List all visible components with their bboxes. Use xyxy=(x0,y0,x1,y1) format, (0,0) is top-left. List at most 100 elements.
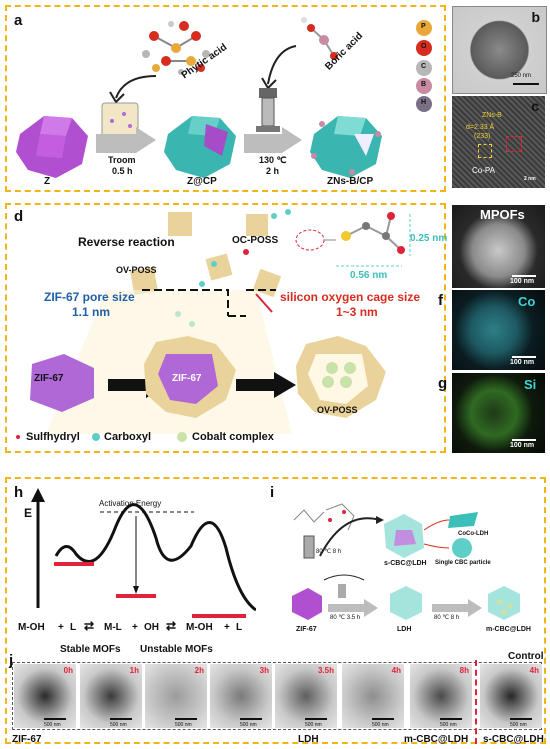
panel-c-line2: d=2.33 Å xyxy=(466,124,495,131)
phytic-acid-molecule xyxy=(142,21,210,75)
panel-c-line3: (233) xyxy=(474,133,491,140)
label-zcp: Z@CP xyxy=(187,176,217,187)
scale-label: 500 nm xyxy=(440,722,457,728)
panel-hij-frame xyxy=(5,477,546,744)
panel-c-bottom: Co-PA xyxy=(472,166,495,175)
panel-g-scale: 100 nm xyxy=(510,442,535,449)
panel-c-letter: c xyxy=(531,98,539,114)
panel-c-line1: ZNs-B xyxy=(482,112,502,119)
eq-moh-2: M-OH xyxy=(186,622,213,633)
panel-h-energy-diagram xyxy=(31,488,256,618)
eq-plus-2: + xyxy=(132,622,138,633)
scale-label: 500 nm xyxy=(372,722,389,728)
dimension-vertical: 0.25 nm xyxy=(410,233,448,244)
scale-label: 500 nm xyxy=(44,722,61,728)
tem-image: 0h 500 nm xyxy=(14,664,76,728)
ov-poss-top-label: OV-POSS xyxy=(116,265,157,275)
panel-g-title: Si xyxy=(524,377,537,392)
i-cond-mid: 80 ℃ 3.5 h xyxy=(330,615,361,621)
panel-f-title: Co xyxy=(518,294,536,309)
scale-label: 500 nm xyxy=(510,722,527,728)
j-label-mcbc: m-CBC@LDH xyxy=(404,734,469,745)
zif67-label-2: ZIF-67 xyxy=(172,373,202,384)
label-z: Z xyxy=(44,176,51,187)
i-cond-right: 80 ℃ 8 h xyxy=(434,615,460,621)
eq-moh-1: M-OH xyxy=(18,622,45,633)
unstable-mofs-label: Unstable MOFs xyxy=(140,644,213,655)
zcp-crystal xyxy=(164,116,236,178)
dimension-horizontal: 0.56 nm xyxy=(350,270,388,281)
eq-l-2: L xyxy=(236,622,243,633)
i-mcbc-label: m-CBC@LDH xyxy=(486,626,531,633)
panel-b-micrograph: b 250 nm xyxy=(452,6,547,94)
autoclave-icon xyxy=(256,88,280,132)
beaker-icon xyxy=(101,102,139,138)
panel-g-micrograph: Si 100 nm xyxy=(452,373,545,453)
time-label: 8h xyxy=(459,666,469,675)
panel-f-letter: f xyxy=(438,292,443,309)
tem-image: 3h 500 nm xyxy=(210,664,272,728)
tem-image: 8h 500 nm xyxy=(410,664,472,728)
time-label: 2h xyxy=(194,666,204,675)
panel-d-frame xyxy=(5,203,446,453)
j-label-ldh: LDH xyxy=(298,734,319,745)
eq-ml: M-L xyxy=(104,622,122,633)
ov-poss-bottom-label: OV-POSS xyxy=(317,405,358,415)
tem-image: 4h 500 nm xyxy=(480,664,542,728)
panel-c-micrograph: c ZNs-B d=2.33 Å (233) Co-PA 2 nm xyxy=(452,96,545,188)
activation-energy-label: Activation Energy xyxy=(99,499,162,508)
time-label: 4h xyxy=(529,666,539,675)
time-label: 4h xyxy=(391,666,401,675)
legend-carboxyl: Carboxyl xyxy=(104,431,152,443)
step2-condition-2: 2 h xyxy=(266,166,280,176)
zif-crystal xyxy=(16,116,88,178)
legend-o: O xyxy=(421,43,427,50)
scale-label: 500 nm xyxy=(110,722,127,728)
control-label: Control xyxy=(508,651,544,662)
stable-mofs-label: Stable MOFs xyxy=(60,644,121,655)
i-zif-label: ZIF-67 xyxy=(296,626,317,633)
eq-l-1: L xyxy=(70,622,77,633)
panel-g-letter: g xyxy=(438,375,448,392)
tem-image: 1h 500 nm xyxy=(80,664,142,728)
pore-size-label-1: ZIF-67 pore size xyxy=(44,290,135,304)
j-label-scbc: s-CBC@LDH xyxy=(483,734,544,745)
panel-d-letter: d xyxy=(14,208,24,225)
time-label: 1h xyxy=(129,666,139,675)
oc-poss-label: OC-POSS xyxy=(232,235,279,246)
panel-e-scale: 100 nm xyxy=(510,278,535,285)
panel-a-frame xyxy=(5,5,446,192)
panel-d-schematic xyxy=(16,209,411,442)
panel-i-letter: i xyxy=(270,484,275,501)
eq-plus-3: + xyxy=(224,622,230,633)
zns-crystal xyxy=(310,116,382,178)
panel-f-micrograph: Co 100 nm xyxy=(452,290,545,370)
eq-arrow-2: ⇄ xyxy=(166,619,177,633)
time-label: 3h xyxy=(259,666,269,675)
panel-i-schematic xyxy=(292,503,520,620)
pore-size-label-2: 1.1 nm xyxy=(72,305,111,319)
eq-arrow-1: ⇄ xyxy=(84,619,95,633)
panel-a-letter: a xyxy=(14,12,23,29)
zif67-label-1: ZIF-67 xyxy=(34,373,64,384)
time-label: 3.5h xyxy=(317,666,334,675)
panel-j-letter: j xyxy=(9,652,14,669)
label-zns-bcp: ZNs-B/CP xyxy=(327,176,374,187)
i-top-condition: 80 ℃ 8 h xyxy=(316,549,342,555)
i-single-label: Single CBC particle xyxy=(435,560,491,566)
step1-condition-1: Troom xyxy=(108,155,136,165)
scale-label: 500 nm xyxy=(240,722,257,728)
time-label: 0h xyxy=(63,666,73,675)
panel-b-scale: 250 nm xyxy=(511,73,532,79)
legend-c: C xyxy=(421,63,427,70)
reverse-reaction-label: Reverse reaction xyxy=(78,235,175,249)
i-ldh-label: LDH xyxy=(397,626,412,633)
legend-sulfhydryl: Sulfhydryl xyxy=(26,431,80,443)
legend-cobalt-complex: Cobalt complex xyxy=(192,431,274,443)
cage-size-label-1: silicon oxygen cage size xyxy=(280,290,421,304)
panel-f-scale: 100 nm xyxy=(510,359,535,366)
j-label-zif67: ZIF-67 xyxy=(12,734,42,745)
panel-e-micrograph: e MPOFs 100 nm xyxy=(452,205,545,288)
